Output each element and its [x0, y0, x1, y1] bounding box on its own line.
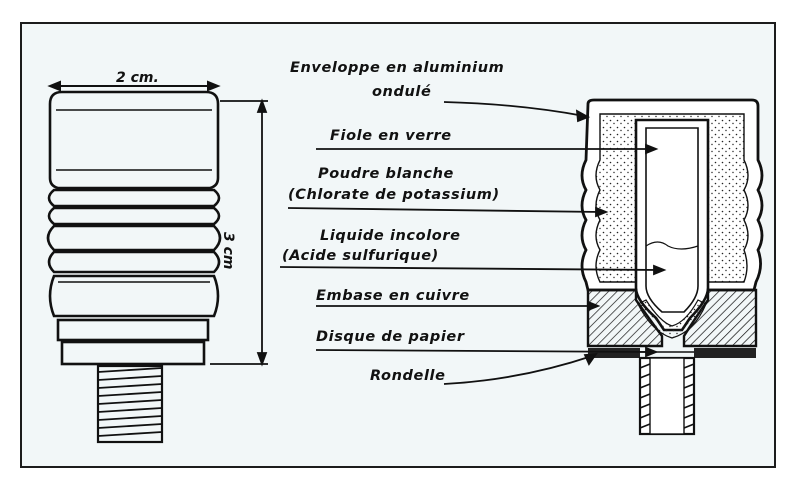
label-envelope-line2: ondulé [372, 84, 432, 100]
label-vial: Fiole en verre [330, 128, 452, 144]
label-washer: Rondelle [370, 368, 446, 384]
label-envelope-line1: Enveloppe en aluminium [290, 60, 505, 76]
width-dimension-line [47, 80, 221, 92]
label-liquid-line1: Liquide incolore [320, 228, 461, 244]
cross-section-view [580, 98, 764, 436]
label-liquid-line2: (Acide sulfurique) [282, 248, 439, 264]
exterior-view [46, 90, 222, 444]
width-dimension-label: 2 cm. [116, 70, 159, 86]
label-powder-line2: (Chlorate de potassium) [288, 187, 500, 203]
height-dimension-label: 3 cm [220, 232, 236, 270]
leader-lines [279, 101, 667, 385]
label-powder-line1: Poudre blanche [318, 166, 454, 182]
label-base: Embase en cuivre [316, 288, 470, 304]
height-dimension-line [210, 98, 268, 367]
label-paper: Disque de papier [316, 329, 465, 345]
